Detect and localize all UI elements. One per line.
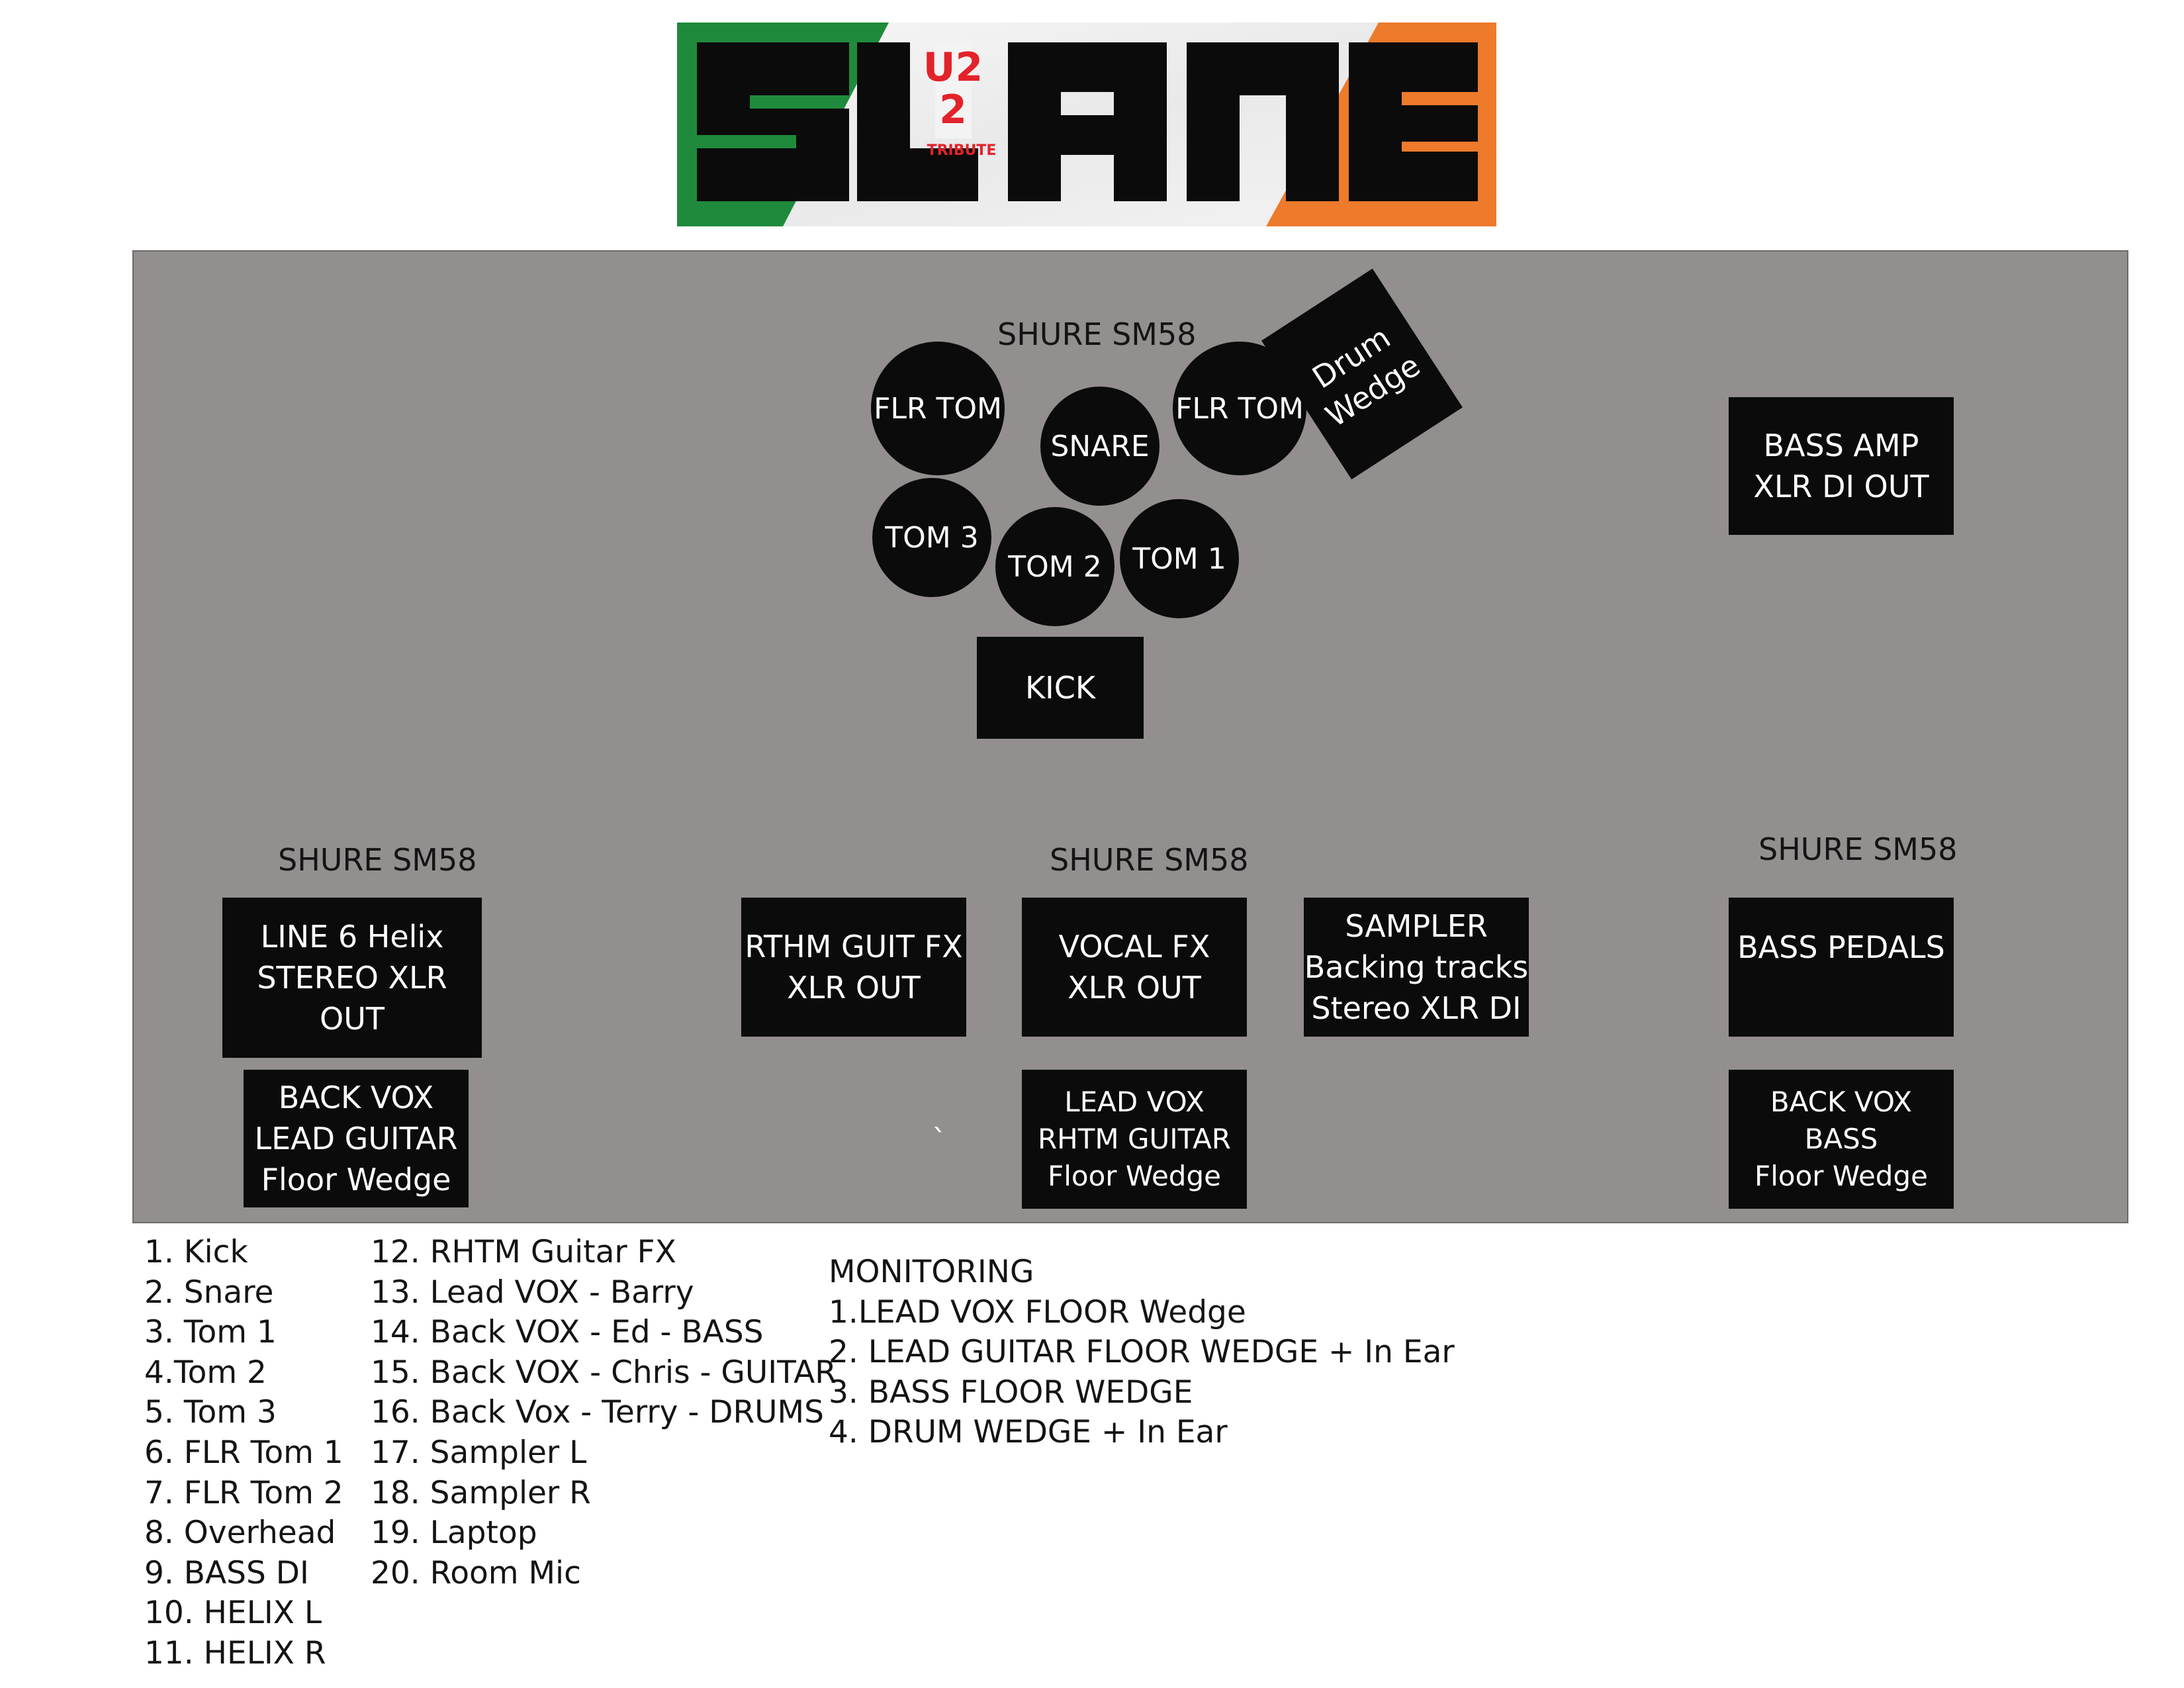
rhythm-guitar-fx: RTHM GUIT FX XLR OUT (741, 898, 966, 1037)
vocal-fx-line-1: VOCAL FX (1058, 929, 1210, 964)
logo-tribute-text: TRIBUTE (927, 142, 997, 159)
input-item: 13. Lead VOX - Barry (371, 1274, 694, 1311)
input-item: 2. Snare (144, 1274, 274, 1311)
logo-letter-a (1008, 42, 1167, 201)
floor-tom-right-label: FLR TOM (1175, 391, 1304, 426)
helix-line-1: LINE 6 Helix (260, 919, 444, 955)
monitoring-item: 2. LEAD GUITAR FLOOR WEDGE + In Ear (829, 1334, 1455, 1371)
wedge-center-line-2: RHTM GUITAR (1038, 1123, 1231, 1155)
input-item: 6. FLR Tom 1 (144, 1434, 343, 1471)
logo-2-text: 2 (939, 87, 967, 133)
sampler-line-2: Backing tracks (1304, 949, 1529, 985)
bass-pedals: BASS PEDALS (1729, 898, 1954, 1037)
sampler-line-3: Stereo XLR DI (1311, 990, 1522, 1026)
input-item: 20. Room Mic (371, 1554, 581, 1591)
logo-letter-e (1349, 42, 1478, 201)
input-item: 5. Tom 3 (144, 1394, 277, 1431)
bass-pedals-label: BASS PEDALS (1737, 929, 1945, 965)
tom-3-label: TOM 3 (885, 520, 979, 555)
input-item: 4.Tom 2 (144, 1354, 267, 1391)
helix-line-2: STEREO XLR OUT (257, 960, 447, 1037)
floor-wedge-right: BACK VOX BASS Floor Wedge (1729, 1070, 1954, 1209)
mic-label-drums: SHURE SM58 (997, 316, 1197, 352)
input-item: 18. Sampler R (371, 1474, 591, 1511)
monitoring-list: MONITORING 1.LEAD VOX FLOOR Wedge 2. LEA… (829, 1252, 1455, 1453)
line6-helix: LINE 6 Helix STEREO XLR OUT (222, 898, 482, 1058)
input-item: 11. HELIX R (144, 1634, 326, 1671)
logo-u2-text: U2 (923, 44, 983, 91)
logo-u2-panel (935, 42, 972, 138)
wedge-right-line-1: BACK VOX (1770, 1086, 1913, 1118)
wedge-left-line-2: LEAD GUITAR (254, 1121, 458, 1156)
sampler-line-1: SAMPLER (1345, 908, 1488, 944)
mic-label-center: SHURE SM58 (1050, 842, 1249, 878)
monitoring-title: MONITORING (829, 1254, 1034, 1290)
mic-label-left: SHURE SM58 (278, 842, 477, 878)
input-item: 15. Back VOX - Chris - GUITAR (371, 1354, 837, 1391)
snare-label: SNARE (1050, 429, 1150, 463)
input-item: 19. Laptop (371, 1515, 537, 1552)
input-list-2: 12. RHTM Guitar FX 13. Lead VOX - Barry … (371, 1233, 837, 1593)
rthm-fx-line-2: XLR OUT (787, 970, 921, 1006)
floor-tom-left: FLR TOM (871, 342, 1005, 475)
logo-graphic: U2 2 TRIBUTE (677, 23, 1496, 226)
monitoring-item: 3. BASS FLOOR WEDGE (829, 1374, 1193, 1411)
tom-3: TOM 3 (872, 478, 991, 597)
input-item: 8. Overhead (144, 1515, 336, 1552)
stray-mark: ` (932, 1123, 947, 1158)
bass-amp-line-1: BASS AMP (1763, 428, 1919, 463)
vocal-fx-line-2: XLR OUT (1068, 970, 1201, 1006)
stage-plot: SHURE SM58 SHURE SM58 SHURE SM58 SHURE S… (132, 250, 2128, 1223)
tom-1-label: TOM 1 (1132, 541, 1226, 576)
vocal-fx: VOCAL FX XLR OUT (1022, 898, 1247, 1037)
monitoring-item: 1.LEAD VOX FLOOR Wedge (829, 1293, 1246, 1331)
slane-logo: U2 2 TRIBUTE (677, 23, 1496, 226)
snare-drum: SNARE (1040, 387, 1160, 506)
input-item: 1. Kick (144, 1234, 248, 1270)
floor-wedge-center: LEAD VOX RHTM GUITAR Floor Wedge (1022, 1070, 1247, 1209)
bass-amp: BASS AMP XLR DI OUT (1729, 397, 1954, 535)
wedge-right-line-2: BASS (1804, 1123, 1878, 1155)
input-item: 17. Sampler L (371, 1434, 587, 1471)
logo-letter-l (857, 42, 978, 201)
tom-2-label: TOM 2 (1008, 549, 1102, 584)
input-item: 10. HELIX L (144, 1595, 322, 1632)
wedge-left-line-3: Floor Wedge (261, 1162, 451, 1197)
mic-label-right: SHURE SM58 (1758, 831, 1958, 867)
tom-1: TOM 1 (1120, 499, 1239, 618)
input-item: 12. RHTM Guitar FX (371, 1234, 676, 1270)
monitoring-item: 4. DRUM WEDGE + In Ear (829, 1414, 1228, 1451)
input-list-1: 1. Kick 2. Snare 3. Tom 1 4.Tom 2 5. Tom… (144, 1233, 343, 1674)
input-item: 16. Back Vox - Terry - DRUMS (371, 1394, 824, 1431)
input-item: 7. FLR Tom 2 (144, 1474, 343, 1511)
logo-letter-n (1187, 42, 1339, 201)
wedge-center-line-3: Floor Wedge (1048, 1160, 1221, 1192)
wedge-left-line-1: BACK VOX (278, 1080, 434, 1115)
wedge-right-line-3: Floor Wedge (1754, 1160, 1928, 1192)
input-item: 3. Tom 1 (144, 1314, 277, 1351)
wedge-center-line-1: LEAD VOX (1064, 1086, 1205, 1118)
floor-tom-left-label: FLR TOM (874, 391, 1002, 426)
floor-wedge-left: BACK VOX LEAD GUITAR Floor Wedge (244, 1070, 469, 1207)
input-item: 9. BASS DI (144, 1554, 309, 1591)
sampler: SAMPLER Backing tracks Stereo XLR DI (1304, 898, 1529, 1037)
tom-2: TOM 2 (995, 507, 1115, 626)
kick-label: KICK (1024, 670, 1095, 706)
logo-letter-s (697, 42, 849, 201)
input-item: 14. Back VOX - Ed - BASS (371, 1314, 764, 1351)
bass-amp-line-2: XLR DI OUT (1753, 469, 1929, 504)
rthm-fx-line-1: RTHM GUIT FX (745, 929, 963, 964)
kick-drum: KICK (977, 637, 1144, 739)
